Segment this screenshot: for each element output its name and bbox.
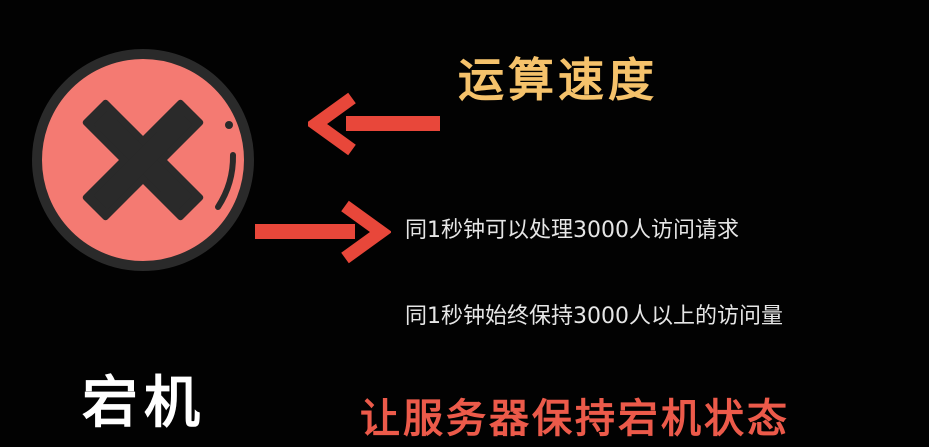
arrow-right-icon [255,200,391,264]
error-x-circle-icon [32,49,254,271]
label-crash: 宕机 [82,371,206,436]
text-sustained-visitors: 同1秒钟始终保持3000人以上的访问量 [405,304,783,329]
text-requests-per-second: 同1秒钟可以处理3000人访问请求 [405,218,739,243]
text-goal: 让服务器保持宕机状态 [360,396,790,442]
arrow-left-icon [308,92,440,156]
title-compute-speed: 运算速度 [458,53,658,107]
